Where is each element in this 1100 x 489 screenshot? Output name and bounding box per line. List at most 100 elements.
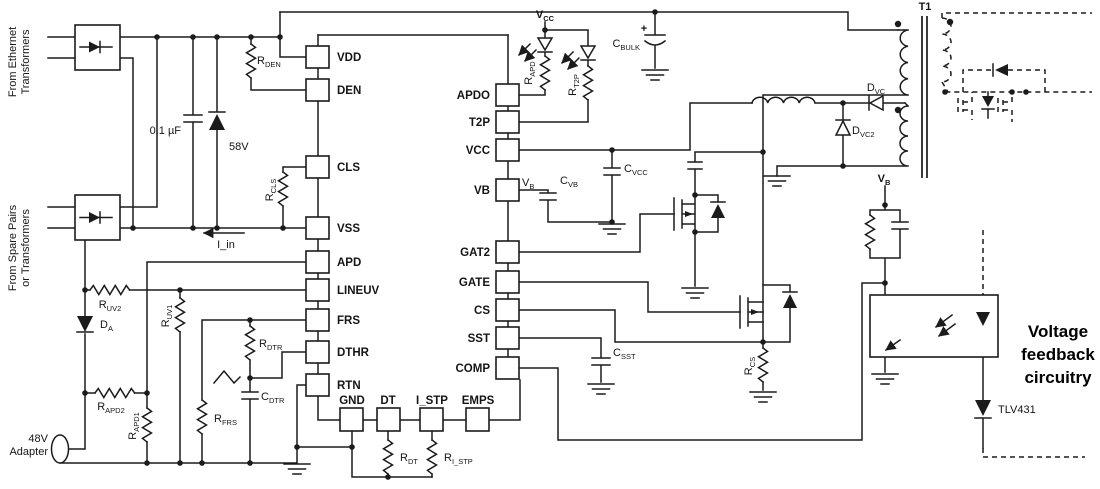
pin-label-gat2: GAT2: [460, 247, 490, 259]
pin-label-vb: VB: [474, 185, 490, 197]
pin-label-frs: FRS: [337, 315, 360, 327]
pin-vdd: [305, 45, 330, 69]
label-cvcc: CVCC: [624, 163, 648, 177]
pin-label-istp: I_STP: [416, 395, 448, 407]
pin-gnd: [339, 407, 364, 432]
label-input-cap: 0.1 µF: [150, 125, 182, 137]
zener-58v: [209, 114, 225, 130]
pin-label-rtn: RTN: [337, 380, 361, 392]
pin-label-emps: EMPS: [462, 395, 495, 407]
label-rt2p: RT2P: [567, 74, 581, 96]
label-rfrs: RFRS: [214, 413, 237, 427]
pin-label-apd: APD: [337, 257, 361, 269]
pin-apdo: [495, 83, 520, 107]
pin-label-den: DEN: [337, 85, 361, 97]
label-rapd2: RAPD2: [97, 401, 125, 415]
pin-vss: [305, 216, 330, 240]
tlv431-symbol: [975, 400, 991, 416]
pin-label-apdo: APDO: [457, 90, 490, 102]
label-feedback-2: feedback: [1021, 345, 1095, 364]
label-i-in: I_in: [217, 239, 235, 251]
pin-rtn: [305, 373, 330, 397]
pin-vcc: [495, 138, 520, 162]
ground-symbols: [283, 69, 899, 475]
led-t2p: [560, 45, 597, 71]
adapter-jack: [50, 434, 70, 464]
pin-emps: [465, 407, 490, 432]
pin-label-dt: DT: [380, 395, 395, 407]
pin-cs: [495, 298, 520, 322]
pin-label-gnd: GND: [339, 395, 365, 407]
sync-rectifier-diodes: [982, 63, 1008, 107]
optocoupler: [869, 294, 999, 358]
pin-cls: [305, 155, 330, 179]
label-dvc2: DVC2: [852, 125, 875, 139]
pin-gat2: [495, 240, 520, 264]
label-feedback-3: circuitry: [1024, 368, 1092, 387]
pin-label-cls: CLS: [337, 162, 360, 174]
led-apdo: [517, 37, 554, 63]
pin-dt: [376, 407, 401, 432]
label-from-ethernet-2: Transformers: [20, 29, 32, 94]
pin-label-gate: GATE: [459, 277, 490, 289]
bridge-rectifier-top: [74, 24, 121, 71]
label-rcs: RCS: [743, 357, 757, 375]
label-csst: CSST: [613, 347, 636, 361]
ic-tps-controller: VDD DEN CLS VSS APD LINEUV FRS DTHR RTN …: [305, 34, 521, 432]
pin-label-comp: COMP: [456, 363, 491, 375]
label-vb-net-left: VB: [522, 177, 534, 191]
pin-lineuv: [305, 278, 330, 302]
label-cbulk: CBULK: [612, 38, 640, 52]
diode-da: [76, 316, 94, 333]
label-from-spare-2: or Transformers: [20, 209, 32, 287]
pin-comp: [495, 356, 520, 380]
pin-label-sst: SST: [468, 333, 490, 345]
label-adapter-1: 48V: [28, 433, 48, 445]
pin-sst: [495, 326, 520, 350]
pin-label-cs: CS: [474, 305, 490, 317]
label-t1: T1: [919, 1, 932, 13]
label-ruv2: RUV2: [99, 299, 122, 313]
annotations: From Ethernet Transformers From Spare Pa…: [7, 1, 1095, 466]
label-feedback-1: Voltage: [1028, 322, 1088, 341]
label-cbulk-plus: +: [641, 23, 647, 35]
label-rdt: RDT: [400, 452, 418, 466]
label-cvb: CVB: [560, 175, 578, 189]
pin-den: [305, 78, 330, 102]
pin-vb: [495, 178, 520, 202]
junction-dots: [82, 9, 1029, 480]
pin-istp: [419, 407, 444, 432]
label-cdtr: CDTR: [261, 391, 285, 405]
label-from-ethernet-1: From Ethernet: [7, 27, 19, 97]
label-dvc: DVC: [867, 82, 886, 96]
label-tlv431: TLV431: [998, 404, 1036, 416]
pin-label-vcc: VCC: [466, 145, 490, 157]
label-ruv1: RUV1: [160, 305, 174, 328]
label-rcls: RCLS: [264, 179, 278, 202]
pin-apd: [305, 250, 330, 274]
diode-dvc: [868, 94, 884, 112]
label-adapter-2: Adapter: [9, 446, 48, 458]
label-zener-58v: 58V: [229, 141, 249, 153]
label-rdtr: RDTR: [259, 338, 283, 352]
pin-label-lineuv: LINEUV: [337, 285, 380, 297]
pin-label-dthr: DTHR: [337, 347, 370, 359]
pin-dthr: [305, 340, 330, 364]
pin-label-t2p: T2P: [469, 117, 490, 129]
label-rapd: RAPD: [523, 61, 537, 85]
diode-dvc2: [834, 119, 852, 136]
pin-frs: [305, 308, 330, 332]
pin-t2p: [495, 110, 520, 134]
label-vb-net-right: VB: [878, 173, 891, 187]
label-da: DA: [100, 319, 113, 333]
pin-label-vss: VSS: [337, 223, 360, 235]
label-ristp: RI_STP: [444, 452, 473, 466]
pin-gate: [495, 270, 520, 294]
label-rden: RDEN: [257, 55, 281, 69]
label-from-spare-1: From Spare Pairs: [7, 204, 19, 291]
wiring: [47, 11, 1092, 478]
label-rapd1: RAPD1: [127, 412, 141, 440]
bridge-rectifier-bottom: [74, 194, 121, 241]
